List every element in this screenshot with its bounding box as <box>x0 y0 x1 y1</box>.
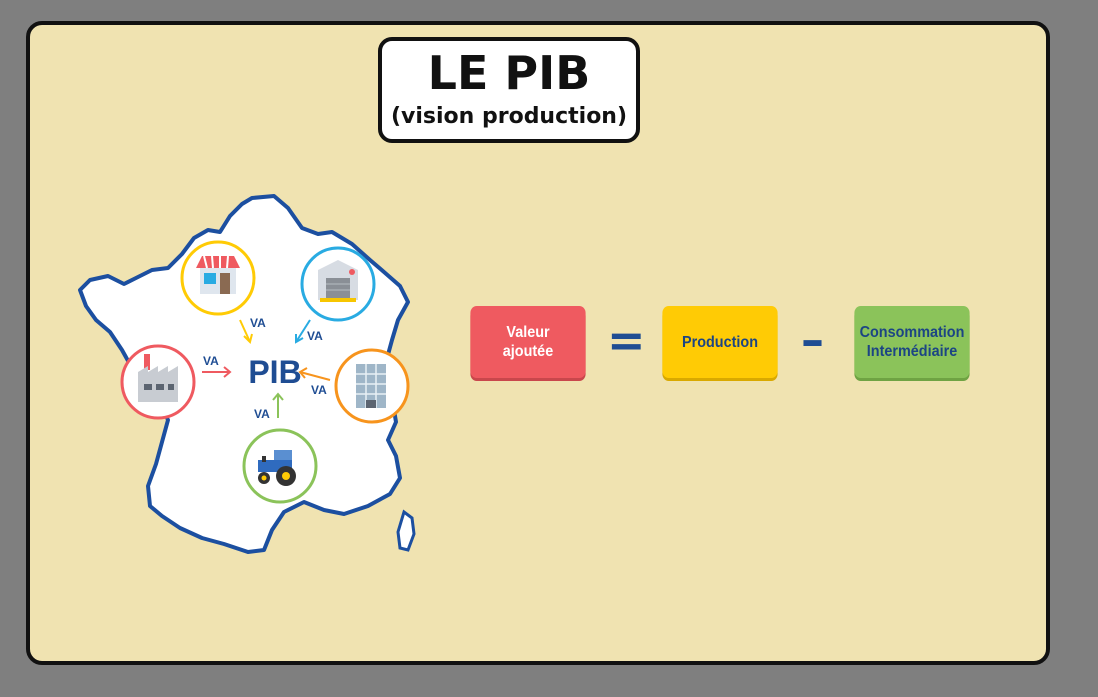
title-box: LE PIB (vision production) <box>378 37 640 143</box>
shop-node <box>180 240 256 316</box>
arrow-shop-to-pib <box>239 319 251 343</box>
formula-term-production: Production <box>662 306 778 378</box>
formula-term-consommation-intermediaire: Consommation Intermédiaire <box>854 306 970 378</box>
pib-center-label: PIB <box>248 354 301 390</box>
va-label-office: VA <box>311 383 327 397</box>
formula-term-production-label: Production <box>682 333 758 351</box>
tractor-icon <box>258 450 296 486</box>
arrow-warehouse-to-pib <box>295 319 311 343</box>
va-label-factory: VA <box>203 354 219 368</box>
va-label-shop: VA <box>250 316 266 330</box>
warehouse-node <box>300 246 376 322</box>
formula-term-valeur-ajoutee: Valeur ajoutée <box>470 306 586 378</box>
va-label-warehouse: VA <box>307 329 323 343</box>
warehouse-icon <box>318 260 358 302</box>
arrow-office-to-pib <box>299 371 331 381</box>
factory-icon <box>138 354 178 402</box>
formula-term-valeur-ajoutee-label: Valeur ajoutée <box>502 324 554 360</box>
minus-sign: – <box>801 313 824 367</box>
page-subtitle: (vision production) <box>390 104 628 129</box>
formula-term-consommation-intermediaire-label: Consommation Intermédiaire <box>859 324 965 360</box>
shop-icon <box>196 255 240 294</box>
corsica-outline <box>396 509 416 552</box>
factory-node <box>120 344 196 420</box>
france-map-diagram: VA VA VA VA VA PIB <box>78 194 416 554</box>
office-building-icon <box>356 364 386 408</box>
tractor-node <box>242 428 318 504</box>
page-title: LE PIB <box>427 46 591 100</box>
office-node <box>334 348 410 424</box>
va-label-tractor: VA <box>254 407 270 421</box>
equals-sign: = <box>607 313 646 367</box>
